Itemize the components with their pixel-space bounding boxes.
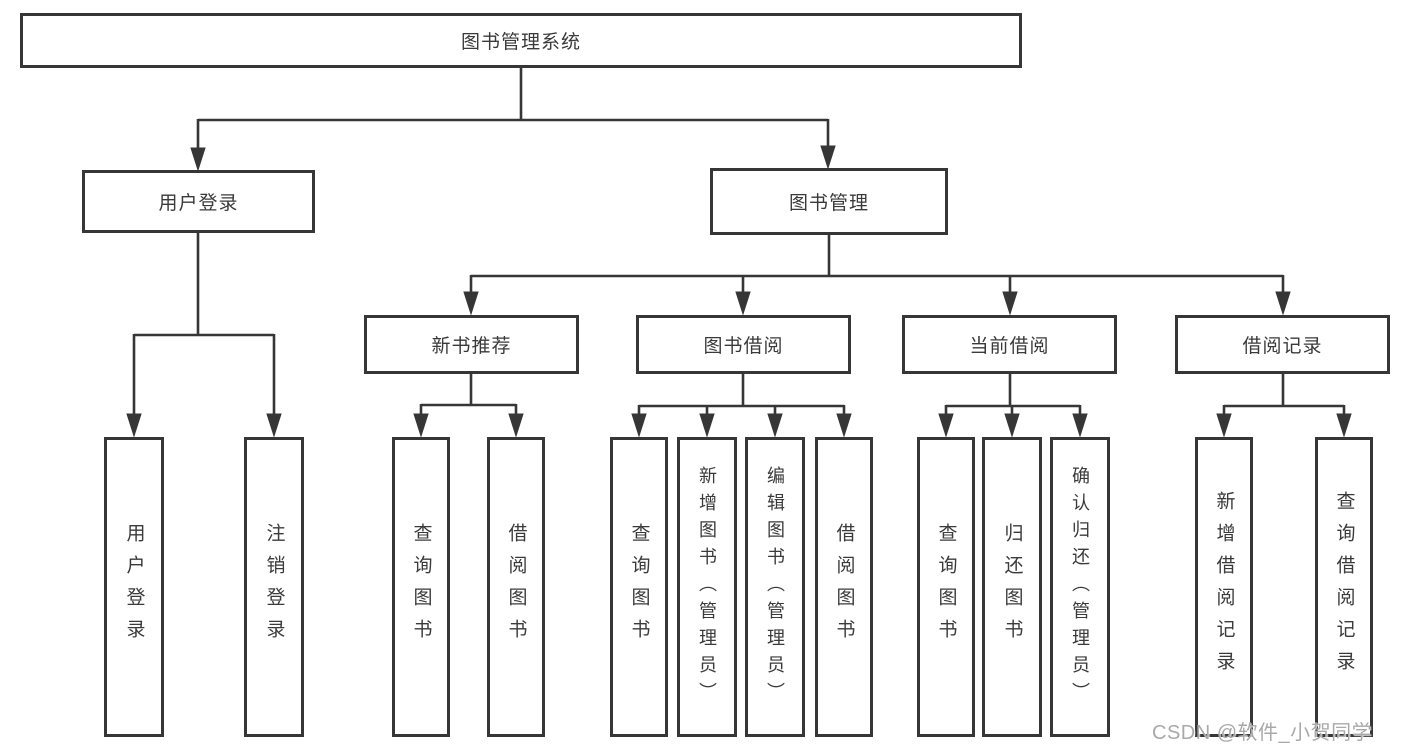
node-leaf-query-book-current: 查询图书 <box>917 437 975 737</box>
node-new-book-recommend: 新书推荐 <box>364 315 579 374</box>
node-leaf-add-book-admin: 新增图书（管理员） <box>677 437 737 737</box>
node-leaf-logout: 注销登录 <box>244 437 304 737</box>
node-label: 注销登录 <box>263 523 285 651</box>
node-root-library-system: 图书管理系统 <box>20 13 1022 68</box>
node-leaf-borrow-book: 借阅图书 <box>815 437 873 737</box>
node-leaf-confirm-return-admin: 确认归还（管理员） <box>1050 437 1110 737</box>
node-label: 查询图书 <box>410 523 432 651</box>
node-label: 借阅记录 <box>1242 336 1323 357</box>
node-label: 借阅图书 <box>505 523 527 651</box>
node-label: 图书管理 <box>788 193 869 214</box>
node-label: 图书借阅 <box>703 336 784 357</box>
node-book-management: 图书管理 <box>710 168 948 235</box>
node-label: 查询借阅记录 <box>1333 491 1355 683</box>
node-leaf-user-login: 用户登录 <box>104 437 164 737</box>
node-label: 新书推荐 <box>431 336 512 357</box>
node-label: 查询图书 <box>628 523 650 651</box>
node-label: 图书管理系统 <box>460 32 581 53</box>
node-leaf-query-book-borrowing: 查询图书 <box>610 437 668 737</box>
node-label: 归还图书 <box>1001 523 1023 651</box>
node-label: 当前借阅 <box>969 336 1050 357</box>
node-leaf-borrow-book-recommend: 借阅图书 <box>487 437 545 737</box>
node-label: 编辑图书（管理员） <box>765 465 785 709</box>
node-current-borrowing: 当前借阅 <box>902 315 1117 374</box>
node-label: 新增借阅记录 <box>1213 491 1235 683</box>
node-leaf-query-book-recommend: 查询图书 <box>392 437 450 737</box>
node-label: 借阅图书 <box>833 523 855 651</box>
node-label: 查询图书 <box>935 523 957 651</box>
node-user-login: 用户登录 <box>82 170 315 233</box>
node-book-borrowing: 图书借阅 <box>636 315 851 374</box>
node-leaf-edit-book-admin: 编辑图书（管理员） <box>745 437 805 737</box>
csdn-watermark: CSDN @软件_小贺同学 <box>1152 722 1373 744</box>
node-label: 用户登录 <box>158 193 239 214</box>
node-label: 新增图书（管理员） <box>697 465 717 709</box>
node-label: 用户登录 <box>123 523 145 651</box>
node-leaf-return-book: 归还图书 <box>982 437 1042 737</box>
node-leaf-add-borrow-record: 新增借阅记录 <box>1195 437 1253 737</box>
node-borrowing-records: 借阅记录 <box>1175 315 1390 374</box>
node-label: 确认归还（管理员） <box>1070 465 1090 709</box>
node-leaf-query-borrow-record: 查询借阅记录 <box>1315 437 1373 737</box>
